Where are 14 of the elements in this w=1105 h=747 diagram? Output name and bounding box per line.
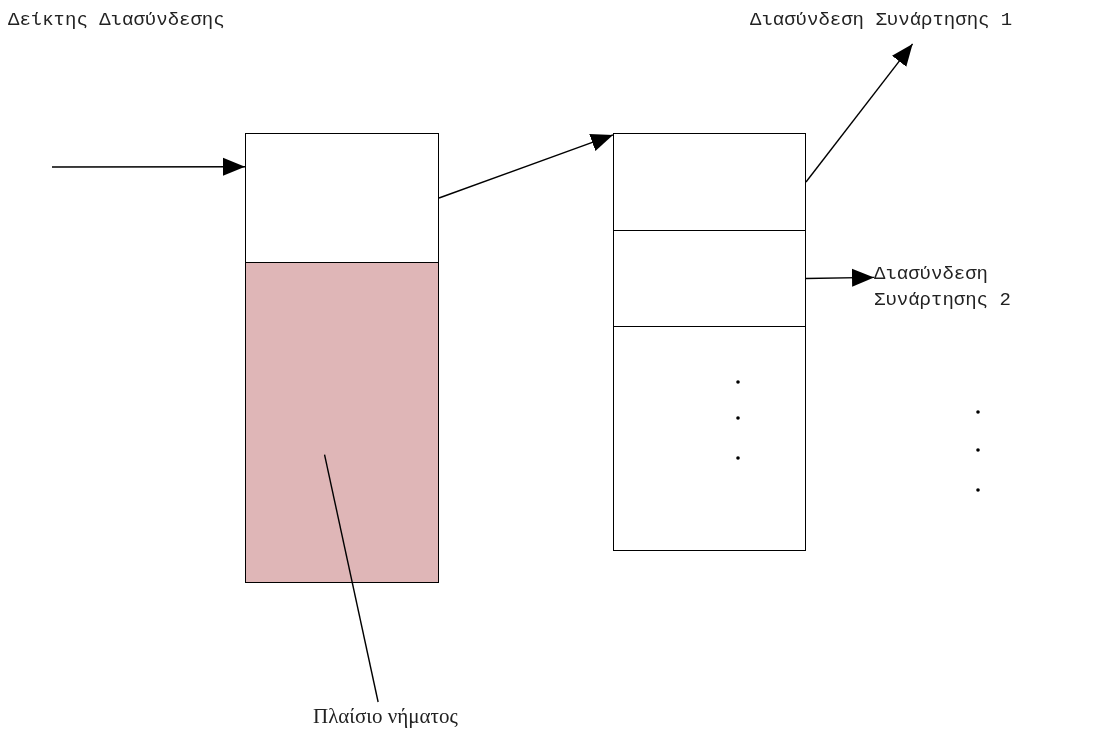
thread-frame-cell	[245, 262, 439, 583]
function-label: Διασύνδεση Συνάρτησης 2	[874, 262, 1054, 314]
table-cell	[613, 326, 806, 551]
table-cell	[613, 230, 806, 327]
leader-line	[323, 453, 379, 703]
function-label: Διασύνδεση Συνάρτησης 1	[750, 8, 1013, 34]
callout-text: Πλαίσιο νήματος	[313, 702, 458, 731]
arrow	[805, 268, 875, 287]
arrow	[51, 157, 246, 176]
arrow	[805, 43, 914, 183]
table-cell	[613, 133, 806, 231]
stack-cell	[245, 133, 439, 263]
pointer-label: Δείκτης Διασύνδεσης	[8, 8, 225, 33]
arrow	[438, 134, 614, 199]
